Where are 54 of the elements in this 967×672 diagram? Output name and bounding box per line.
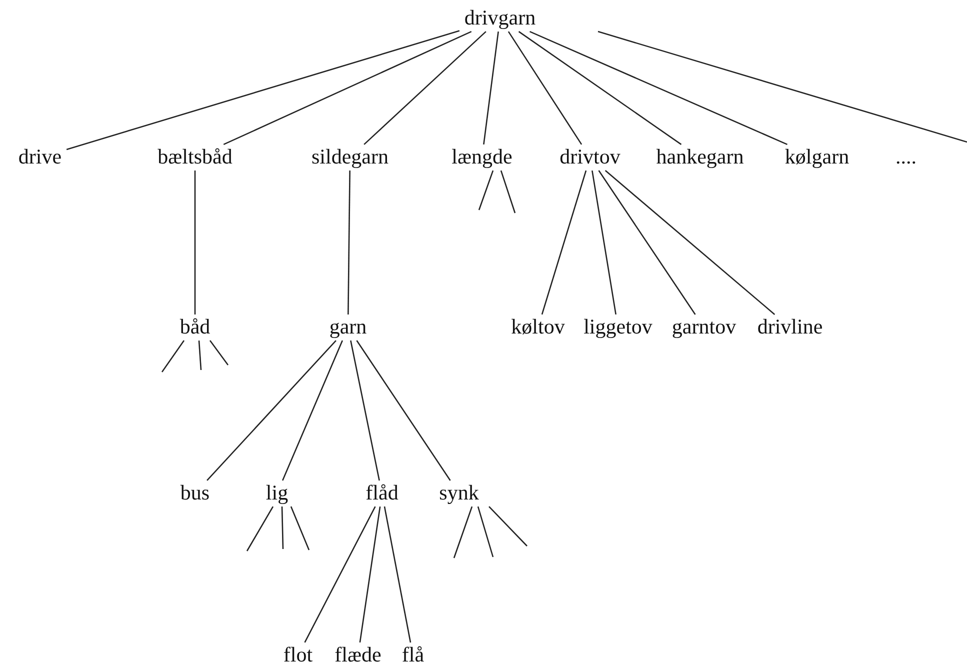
tree-word: hankegarn: [655, 145, 745, 169]
tree-word: flå: [400, 643, 426, 667]
tree-branch-line: [592, 170, 616, 315]
tree-branch-line: [350, 340, 380, 481]
tree-branch-line: [453, 506, 473, 558]
tree-word: garntov: [670, 315, 738, 339]
tree-word: båd: [178, 315, 212, 339]
tree-word: flåd: [364, 481, 400, 505]
tree-branch-line: [598, 170, 696, 315]
tree-branch-line: [483, 31, 499, 145]
tree-word: bus: [179, 481, 211, 505]
tree-branch-line: [530, 30, 788, 146]
tree-branch-line: [364, 31, 486, 145]
tree-branch-line: [281, 506, 284, 550]
tree-branch-line: [282, 340, 344, 481]
tree-branch-line: [304, 506, 376, 643]
tree-branch-line: [66, 30, 460, 150]
tree-word: bæltsbåd: [156, 145, 234, 169]
tree-branch-line: [518, 31, 682, 145]
tree-word: sildegarn: [310, 145, 390, 169]
tree-branch-line: [384, 506, 412, 643]
tree-branch-line: [223, 30, 472, 146]
tree-word: drivline: [756, 315, 824, 339]
tree-word: længde: [450, 145, 514, 169]
tree-word: garn: [328, 315, 368, 339]
tree-word: flæde: [334, 643, 382, 667]
tree-branch-line: [348, 170, 350, 314]
tree-branch-line: [541, 170, 587, 315]
tree-branch-line: [508, 31, 582, 145]
tree-branch-line: [604, 170, 776, 315]
tree-word: køltov: [510, 315, 566, 339]
tree-word: drive: [17, 145, 63, 169]
tree-branch-line: [290, 506, 310, 550]
tree-branch-line: [500, 170, 516, 214]
tree-word: kølgarn: [784, 145, 850, 169]
tree-branch-line: [356, 340, 451, 481]
tree-branch-line: [488, 506, 528, 546]
tree-word: drivtov: [558, 145, 622, 169]
tree-branch-line: [198, 340, 202, 370]
tree-word: lig: [264, 481, 290, 505]
tree-branch-line: [359, 506, 381, 643]
tree-word: flot: [282, 643, 314, 667]
tree-branch-line: [246, 506, 274, 552]
tree-branch-line: [598, 30, 967, 143]
tree-word: synk: [438, 481, 480, 505]
tree-word: liggetov: [582, 315, 654, 339]
tree-branch-line: [477, 506, 494, 558]
tree-branch-line: [206, 340, 336, 481]
ellipsis-label: ....: [896, 145, 916, 169]
tree-branch-line: [209, 340, 229, 366]
tree-branch-line: [478, 170, 494, 210]
tree-branch-line: [161, 340, 185, 372]
tree-branch-line: [194, 170, 196, 314]
tree-word: drivgarn: [463, 6, 537, 30]
